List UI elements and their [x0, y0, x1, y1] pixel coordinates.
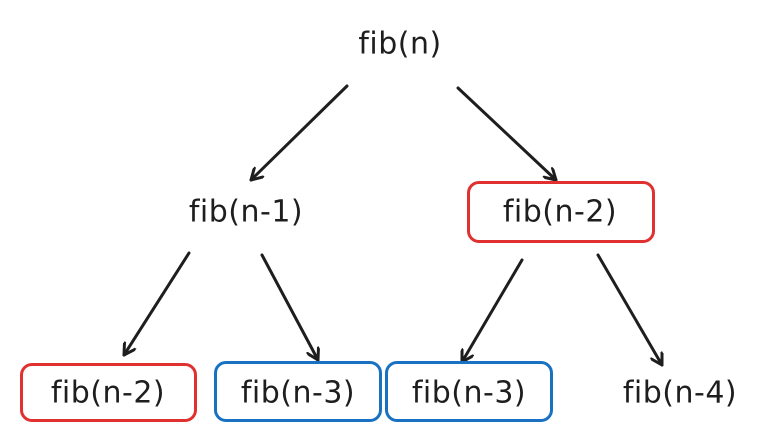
arrow-left-to-left-left	[122, 251, 191, 357]
node-left-right: fib(n-3)	[240, 375, 356, 411]
highlight-box-red	[467, 181, 655, 243]
node-root: fib(n)	[358, 26, 442, 62]
highlight-box-red	[20, 363, 197, 422]
arrow-root-to-left	[251, 84, 349, 182]
node-right: fib(n-2)	[502, 194, 618, 230]
node-left-left: fib(n-2)	[50, 375, 166, 411]
node-right-right: fib(n-4)	[622, 375, 738, 411]
arrow-root-to-right	[456, 86, 558, 182]
arrow-right-to-right-right	[596, 253, 662, 367]
highlight-box-blue	[214, 361, 382, 422]
node-left: fib(n-1)	[188, 194, 304, 230]
highlight-box-blue	[385, 361, 553, 422]
arrow-right-to-right-left	[460, 258, 524, 364]
arrow-left-to-left-right	[260, 253, 318, 362]
node-right-left: fib(n-3)	[411, 375, 527, 411]
